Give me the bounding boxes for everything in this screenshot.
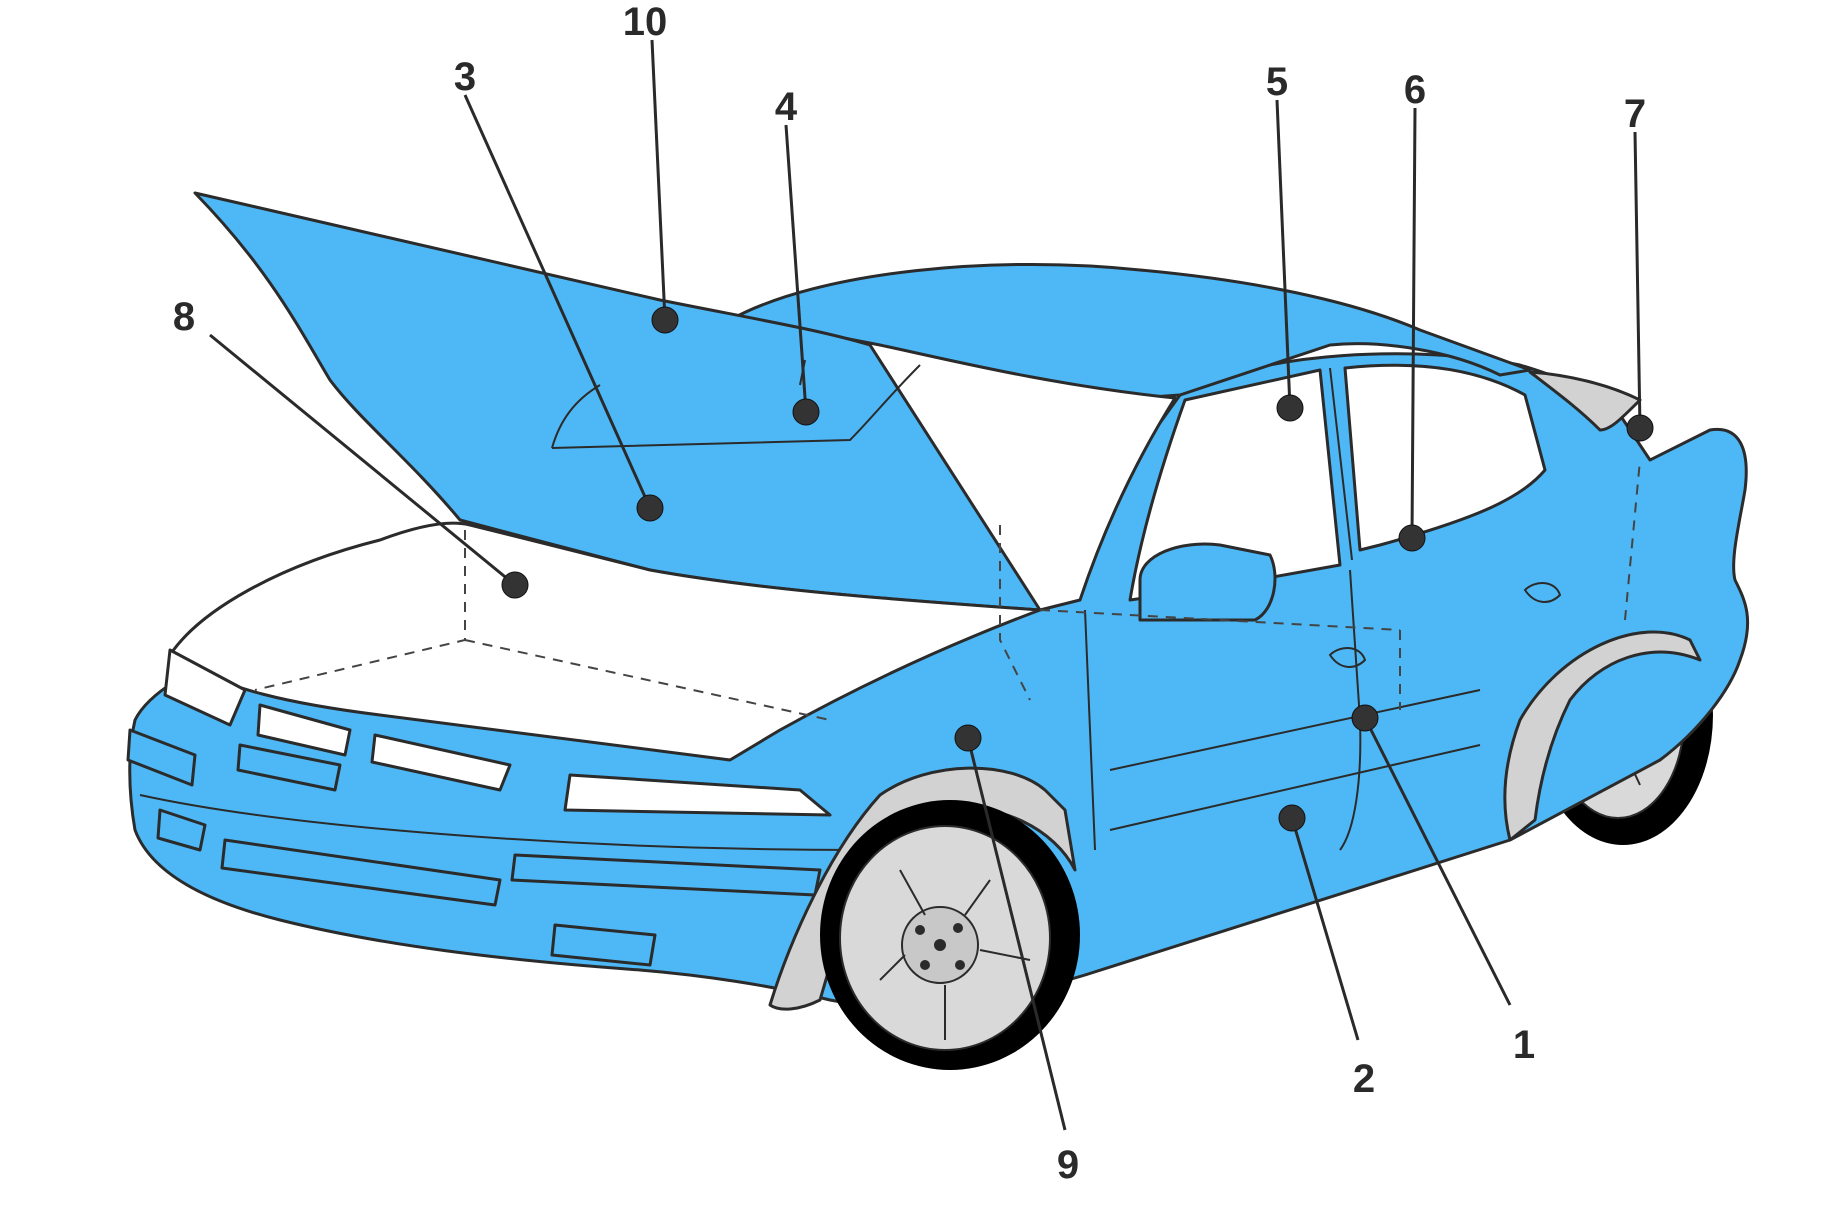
callout-7: 7	[1624, 92, 1654, 442]
callout-6-label: 6	[1404, 68, 1426, 112]
headlight-right	[563, 773, 832, 817]
callout-6: 6	[1398, 68, 1426, 552]
grille-upper-left	[256, 703, 352, 757]
callout-4: 4	[775, 85, 820, 426]
callout-8: 8	[173, 295, 529, 599]
callout-1-label: 1	[1513, 1023, 1535, 1067]
callout-10: 10	[623, 0, 679, 334]
callout-8-label: 8	[173, 295, 195, 339]
callout-7-label: 7	[1624, 92, 1646, 136]
callout-9: 9	[954, 724, 1079, 1187]
headlight-left	[163, 648, 247, 727]
front-wheel	[820, 800, 1080, 1070]
rear-wheel-arch	[1503, 630, 1702, 842]
callout-2-label: 2	[1353, 1057, 1375, 1101]
callout-4-label: 4	[775, 85, 798, 129]
callout-2: 2	[1278, 804, 1375, 1101]
rear-deck-trim	[1528, 370, 1642, 432]
callout-3: 3	[454, 55, 664, 522]
callout-3-label: 3	[454, 55, 476, 99]
grille-upper-right	[370, 733, 512, 792]
callout-5: 5	[1266, 60, 1304, 422]
callout-9-label: 9	[1057, 1143, 1079, 1187]
callout-10-label: 10	[623, 0, 668, 44]
front-hood-surface	[168, 521, 1042, 762]
callout-5-label: 5	[1266, 60, 1288, 104]
callout-1: 1	[1351, 704, 1535, 1067]
side-mirror	[1138, 542, 1277, 622]
rear-door-window	[1343, 363, 1547, 552]
